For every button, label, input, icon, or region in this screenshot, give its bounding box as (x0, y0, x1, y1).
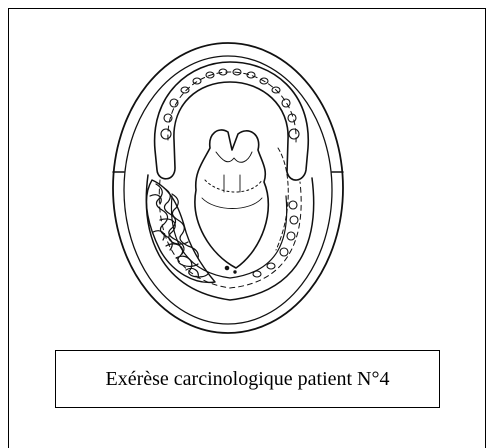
tumour-hatched-region (147, 180, 215, 282)
pharynx-outline (195, 130, 268, 268)
figure-caption: Exérèse carcinologique patient N°4 (106, 368, 390, 391)
caption-box: Exérèse carcinologique patient N°4 (55, 350, 440, 408)
outer-lip-contour (113, 43, 343, 333)
upper-dental-arch (155, 62, 309, 180)
